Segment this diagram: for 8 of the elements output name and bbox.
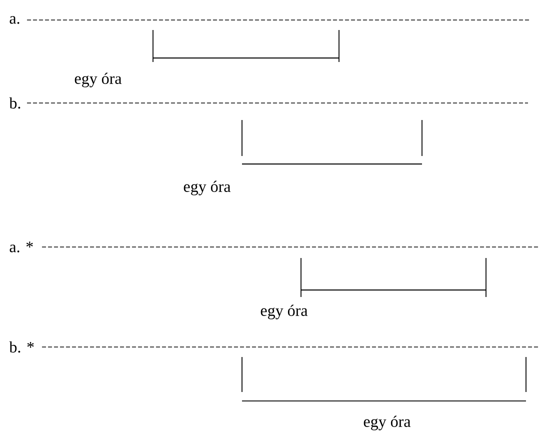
row-label: a. *: [8, 240, 35, 254]
row-label: a.: [8, 15, 22, 25]
bracket-label: egy óra: [73, 72, 123, 88]
bracket-label: egy óra: [362, 414, 412, 432]
bracket-label: egy óra: [259, 304, 309, 320]
bracket-label: egy óra: [182, 180, 232, 196]
row-label: b. *: [8, 340, 36, 354]
row-label: b.: [8, 96, 22, 110]
